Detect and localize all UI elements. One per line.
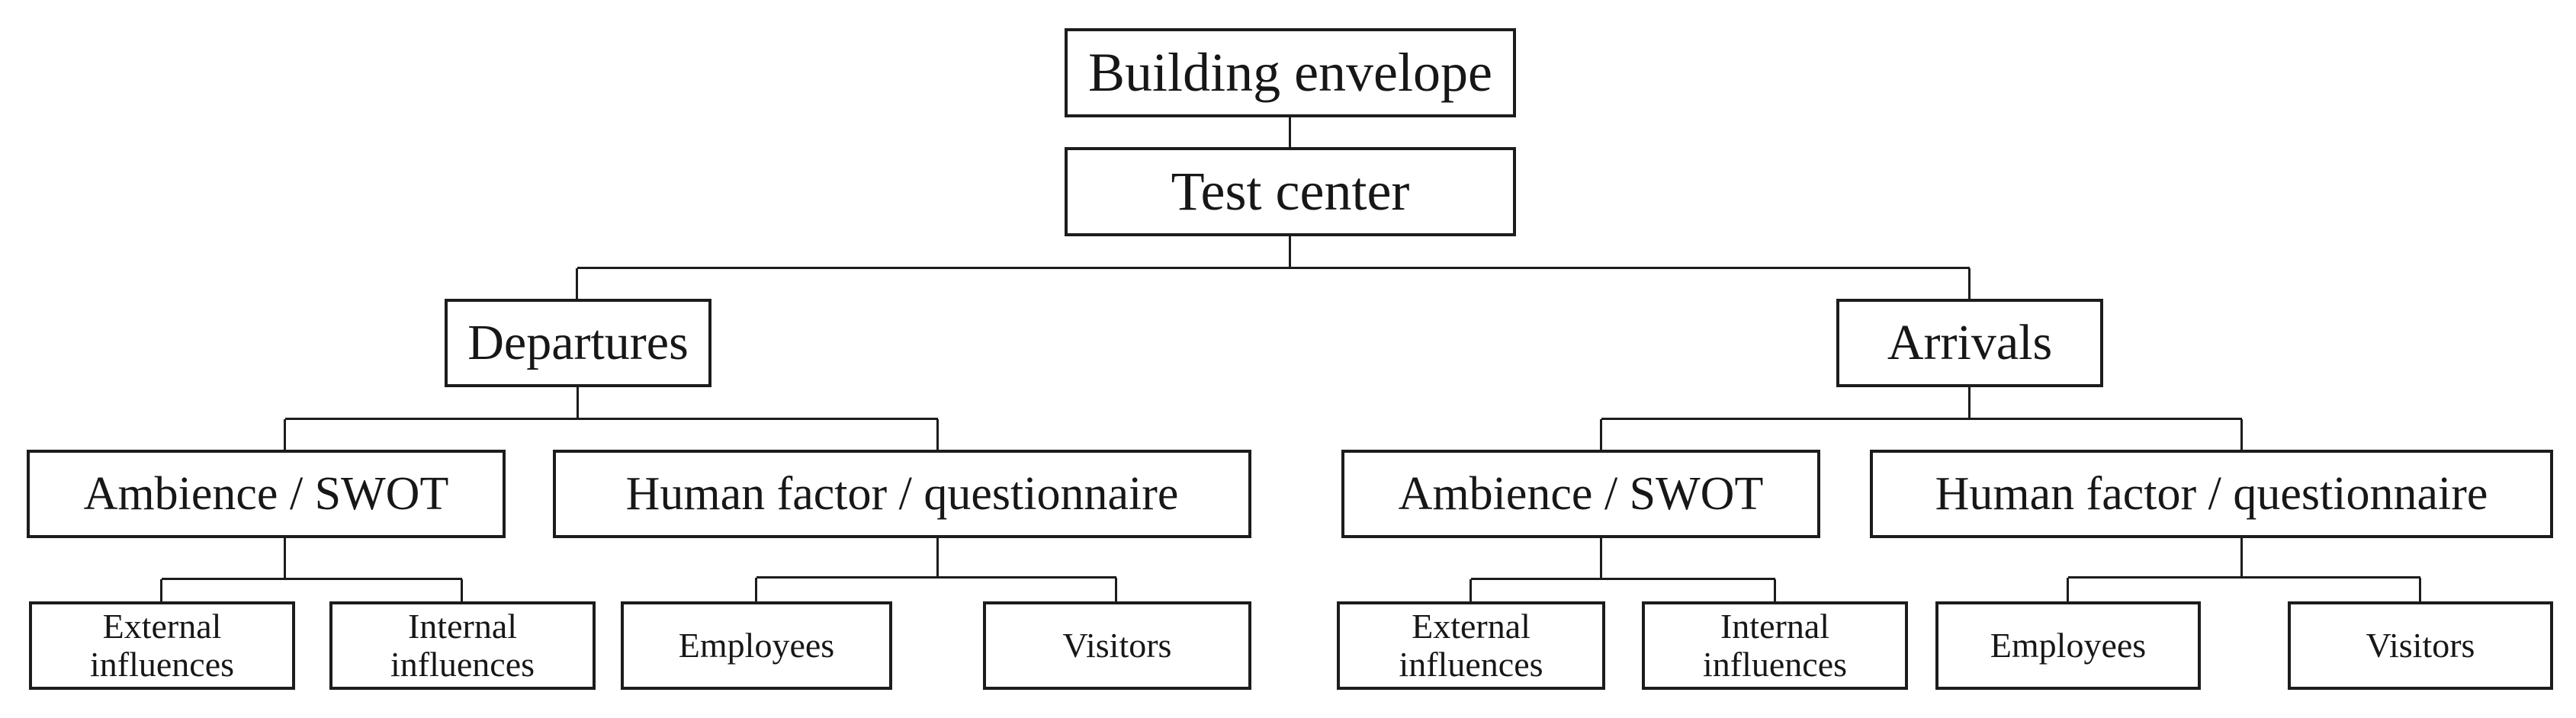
node-departures-human-factor: Human factor / questionnaire bbox=[553, 450, 1251, 538]
connector-drop-arr-employees bbox=[2067, 578, 2069, 601]
connector-arr-ambience-bus bbox=[1471, 578, 1775, 580]
node-arrivals-external-influences: External influences bbox=[1337, 601, 1605, 690]
node-arrivals-employees: Employees bbox=[1935, 601, 2201, 690]
connector-drop-arr-ambience bbox=[1600, 419, 1602, 450]
node-departures-visitors: Visitors bbox=[983, 601, 1251, 690]
connector-drop-dep-human bbox=[936, 419, 939, 450]
connector-drop-dep-visitors bbox=[1115, 578, 1117, 601]
connector-dep-ambience-feed bbox=[284, 537, 286, 579]
connector-dep-human-feed bbox=[936, 538, 939, 578]
node-departures: Departures bbox=[445, 299, 711, 387]
node-departures-internal-influences: Internal influences bbox=[329, 601, 596, 690]
node-arrivals: Arrivals bbox=[1836, 299, 2103, 387]
node-arrivals-human-factor: Human factor / questionnaire bbox=[1870, 450, 2553, 538]
node-building-envelope: Building envelope bbox=[1065, 28, 1516, 117]
connector-drop-arr-human bbox=[2240, 419, 2243, 450]
connector-arr-human-feed bbox=[2240, 538, 2243, 578]
connector-drop-arr-external bbox=[1469, 579, 1472, 601]
connector-arrivals-feed bbox=[1968, 387, 1971, 419]
connector-drop-dep-ambience bbox=[284, 419, 286, 450]
connector-arr-ambience-feed bbox=[1600, 537, 1602, 579]
connector-drop-dep-external bbox=[160, 579, 162, 601]
connector-arrivals-bus bbox=[1601, 418, 2242, 420]
connector-departures-feed bbox=[577, 387, 579, 419]
node-departures-employees: Employees bbox=[621, 601, 892, 690]
connector-dep-human-bus bbox=[756, 576, 1116, 579]
node-arrivals-visitors: Visitors bbox=[2288, 601, 2553, 690]
node-arrivals-ambience-swot: Ambience / SWOT bbox=[1341, 450, 1820, 538]
connector-envelope-testcenter bbox=[1289, 117, 1291, 147]
connector-drop-arr-visitors bbox=[2419, 578, 2421, 601]
node-test-center: Test center bbox=[1065, 147, 1516, 236]
connector-arr-human-bus bbox=[2068, 576, 2420, 579]
connector-testcenter-feed bbox=[1289, 236, 1291, 268]
connector-departures-bus bbox=[285, 418, 938, 420]
connector-drop-dep-employees bbox=[755, 578, 757, 601]
connector-level3-bus bbox=[577, 267, 1970, 269]
node-departures-external-influences: External influences bbox=[29, 601, 295, 690]
connector-drop-arr-internal bbox=[1774, 579, 1776, 601]
connector-drop-arrivals bbox=[1968, 268, 1971, 299]
connector-dep-ambience-bus bbox=[162, 578, 462, 580]
node-arrivals-internal-influences: Internal influences bbox=[1642, 601, 1908, 690]
connector-drop-departures bbox=[576, 268, 578, 299]
connector-drop-dep-internal bbox=[461, 579, 463, 601]
node-departures-ambience-swot: Ambience / SWOT bbox=[27, 450, 506, 538]
